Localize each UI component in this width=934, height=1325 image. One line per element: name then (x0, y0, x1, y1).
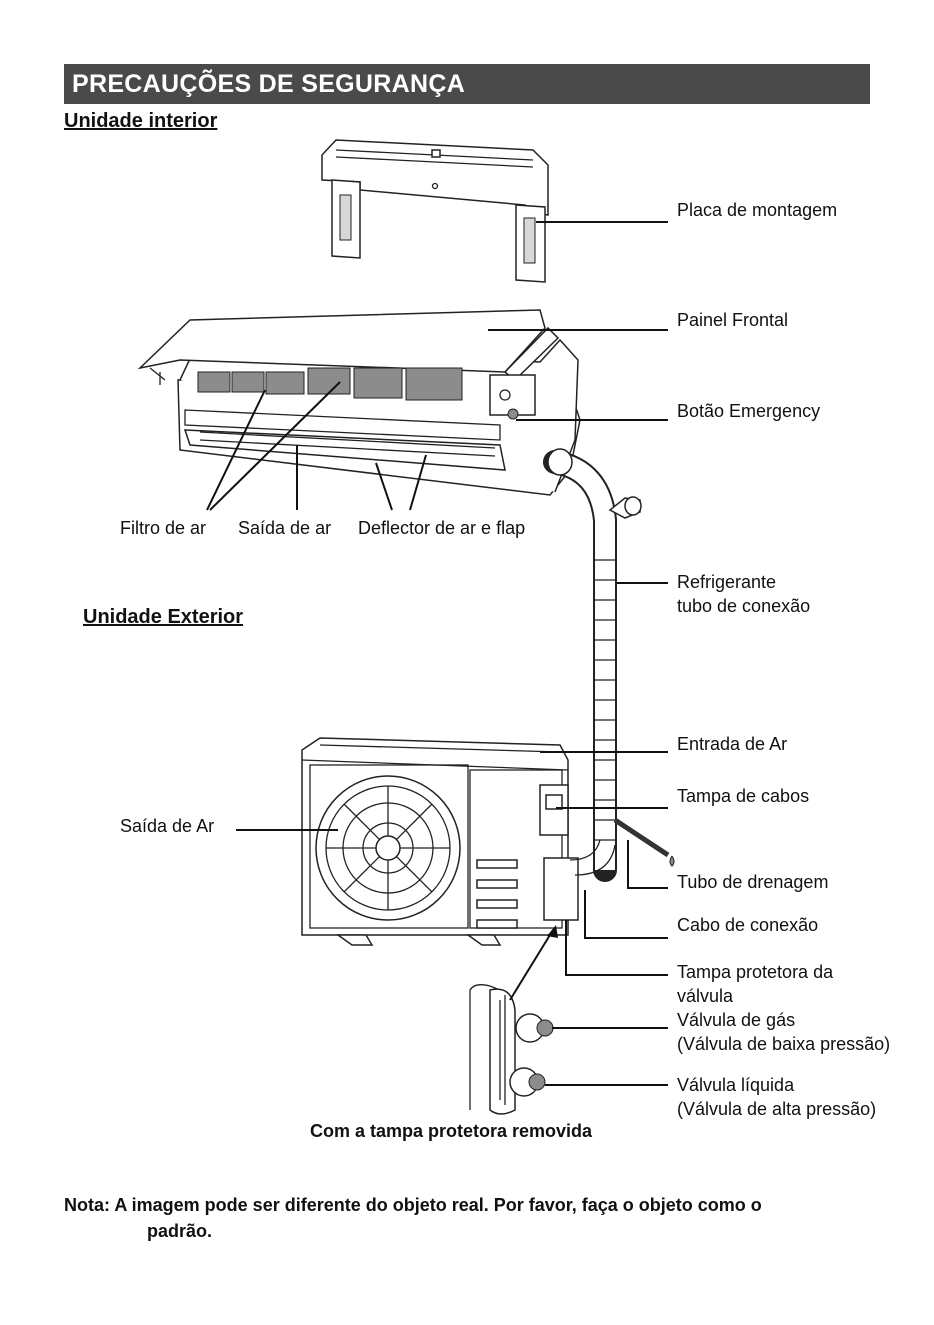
valve-detail-illustration (469, 984, 554, 1115)
label-outdoor-air-outlet: Saída de Ar (120, 816, 215, 836)
label-air-inlet: Entrada de Ar (677, 734, 788, 754)
label-drain-pipe: Tubo de drenagem (677, 872, 829, 892)
leader-lines (206, 221, 668, 1086)
label-connection-cable: Cabo de conexão (677, 915, 819, 935)
label-air-deflector: Deflector de ar e flap (358, 518, 526, 538)
section-banner: PRECAUÇÕES DE SEGURANÇA (64, 64, 870, 104)
outdoor-unit-illustration (301, 737, 675, 946)
label-air-filter: Filtro de ar (120, 518, 207, 538)
label-front-panel: Painel Frontal (677, 310, 789, 330)
valve-caption: Com a tampa protetora removida (310, 1121, 593, 1141)
indoor-unit-heading: Unidade interior (64, 110, 218, 132)
label-emergency-button: Botão Emergency (677, 401, 821, 421)
label-liquid-valve: Válvula líquida (Válvula de alta pressão… (677, 1075, 877, 1119)
indoor-unit-illustration (137, 309, 581, 496)
label-gas-valve: Válvula de gás (Válvula de baixa pressão… (677, 1010, 891, 1054)
label-cable-cover: Tampa de cabos (677, 786, 810, 806)
label-mounting-plate: Placa de montagem (677, 200, 838, 220)
note-text: Nota: A imagem pode ser diferente do obj… (64, 1195, 762, 1241)
outdoor-unit-heading: Unidade Exterior (83, 606, 244, 628)
label-indoor-air-outlet: Saída de ar (238, 518, 332, 538)
refrigerant-pipe-illustration (543, 448, 642, 882)
mounting-plate-illustration (321, 139, 549, 283)
label-valve-cover: Tampa protetora da válvula (677, 962, 834, 1006)
label-refrigerant-pipe: Refrigerante tubo de conexão (677, 572, 811, 616)
